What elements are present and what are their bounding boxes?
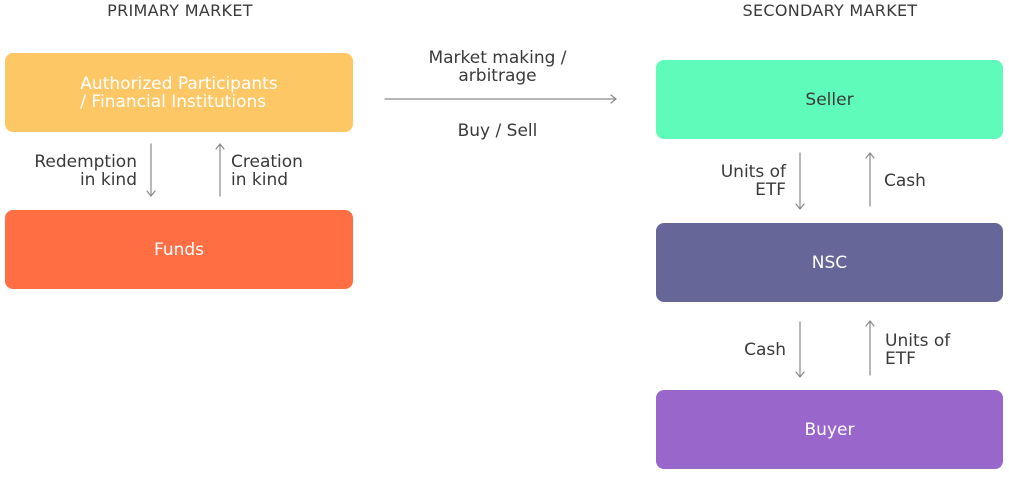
- market-making-label-line1: Market making /: [428, 48, 567, 68]
- creation-up-arrow: [215, 143, 225, 197]
- authorized-participants-label-line1: Authorized Participants: [80, 73, 278, 94]
- redemption-down-arrow: [146, 143, 156, 197]
- nsc-buyer-units-line1: Units of: [885, 331, 951, 351]
- nsc-seller-up-arrow: [865, 152, 875, 207]
- redemption-in-kind-label: Redemption in kind: [20, 153, 137, 189]
- nsc-label: NSC: [811, 252, 848, 273]
- buyer-label: Buyer: [804, 419, 855, 440]
- buyer-box: Buyer: [656, 390, 1003, 469]
- seller-nsc-units-line1: Units of: [720, 162, 786, 182]
- funds-box: Funds: [5, 210, 353, 289]
- creation-label-line1: Creation: [231, 152, 303, 172]
- seller-nsc-cash-label: Cash: [884, 171, 926, 191]
- market-making-arbitrage-label: Market making / arbitrage: [405, 49, 590, 85]
- creation-in-kind-label: Creation in kind: [231, 153, 331, 189]
- authorized-participants-label-line2: / Financial Institutions: [80, 91, 267, 112]
- secondary-market-heading: SECONDARY MARKET: [742, 1, 918, 20]
- primary-market-heading: PRIMARY MARKET: [107, 1, 253, 20]
- buyer-nsc-up-arrow: [865, 320, 875, 376]
- seller-label: Seller: [805, 89, 854, 110]
- market-making-right-arrow: [384, 94, 617, 104]
- seller-box: Seller: [656, 60, 1003, 139]
- nsc-box: NSC: [656, 223, 1003, 302]
- nsc-buyer-cash-label: Cash: [744, 340, 786, 360]
- nsc-buyer-units-line2: ETF: [885, 349, 916, 369]
- seller-nsc-units-of-etf-label: Units of ETF: [700, 163, 786, 199]
- funds-label: Funds: [153, 239, 205, 260]
- authorized-participants-box: Authorized Participants / Financial Inst…: [5, 53, 353, 132]
- seller-nsc-down-arrow: [795, 152, 805, 210]
- redemption-label-line2: in kind: [79, 170, 137, 190]
- redemption-label-line1: Redemption: [34, 152, 137, 172]
- nsc-buyer-down-arrow: [795, 321, 805, 378]
- market-making-label-line2: arbitrage: [458, 66, 537, 86]
- buy-sell-label: Buy / Sell: [457, 121, 538, 141]
- nsc-buyer-units-of-etf-label: Units of ETF: [885, 332, 975, 368]
- seller-nsc-units-line2: ETF: [755, 180, 786, 200]
- creation-label-line2: in kind: [231, 170, 289, 190]
